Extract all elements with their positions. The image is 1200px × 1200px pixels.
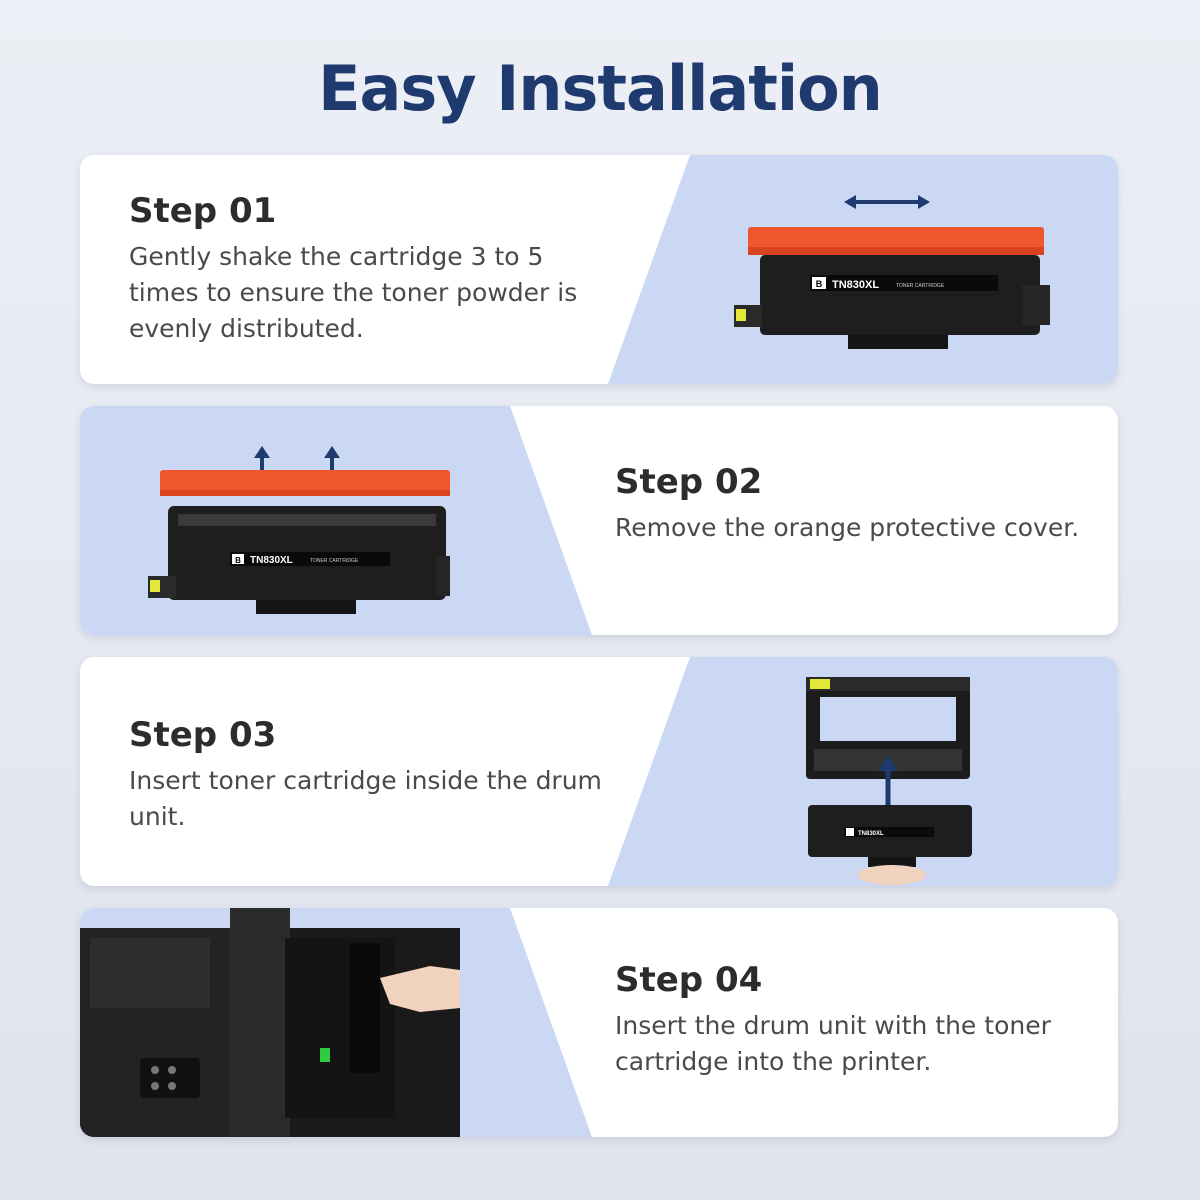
drum-unit [806,677,970,779]
shake-cartridge-illustration: B TN830XL TONER CARTRIDGE [734,195,1050,349]
step-04-title: Step 04 [615,960,763,1000]
up-arrow-icon [254,446,340,474]
step-01-text: Step 01 Gently shake the cartridge 3 to … [129,191,609,347]
step-01-title: Step 01 [129,191,277,231]
insert-into-drum-illustration: TN830XL [806,677,972,885]
drum-unit [285,938,395,1118]
step-02-title: Step 02 [615,462,763,502]
printer [80,908,460,1137]
step-04-text: Step 04 Insert the drum unit with the to… [615,960,1085,1080]
step-03-description: Insert toner cartridge inside the drum u… [129,766,602,831]
toner-cartridge: B TN830XL TONER CARTRIDGE [734,227,1050,349]
step-04-card: Step 04 Insert the drum unit with the to… [80,908,1118,1137]
step-02-card: Step 02 Remove the orange protective cov… [80,406,1118,635]
cartridge-sub: TONER CARTRIDGE [896,283,945,289]
step-01-card: Step 01 Gently shake the cartridge 3 to … [80,155,1118,384]
step-03-title: Step 03 [129,715,277,755]
remove-cover-illustration: B TN830XL TONER CARTRIDGE [148,446,450,614]
step-04-description: Insert the drum unit with the toner cart… [615,1011,1051,1076]
insert-into-printer-illustration [80,908,460,1137]
orange-protective-cover [160,470,450,496]
toner-cartridge: B TN830XL TONER CARTRIDGE [148,506,450,614]
up-arrow-icon [878,755,898,805]
step-03-text: Step 03 Insert toner cartridge inside th… [129,715,609,835]
cartridge-model: TN830XL [858,831,884,837]
cartridge-model: TN830XL [250,555,293,566]
step-02-text: Step 02 Remove the orange protective cov… [615,462,1085,546]
step-03-card: Step 03 Insert toner cartridge inside th… [80,657,1118,886]
cartridge-badge: B [235,556,241,565]
cartridge-sub: TONER CARTRIDGE [310,558,359,564]
step-01-description: Gently shake the cartridge 3 to 5 times … [129,242,578,343]
step-02-description: Remove the orange protective cover. [615,513,1080,542]
toner-cartridge: TN830XL [808,805,972,867]
hand-icon [380,966,460,1012]
cartridge-badge: B [816,279,823,289]
cartridge-model: TN830XL [832,279,879,291]
hand-icon [858,865,926,885]
page-title: Easy Installation [318,52,883,125]
double-arrow-icon [844,195,930,209]
